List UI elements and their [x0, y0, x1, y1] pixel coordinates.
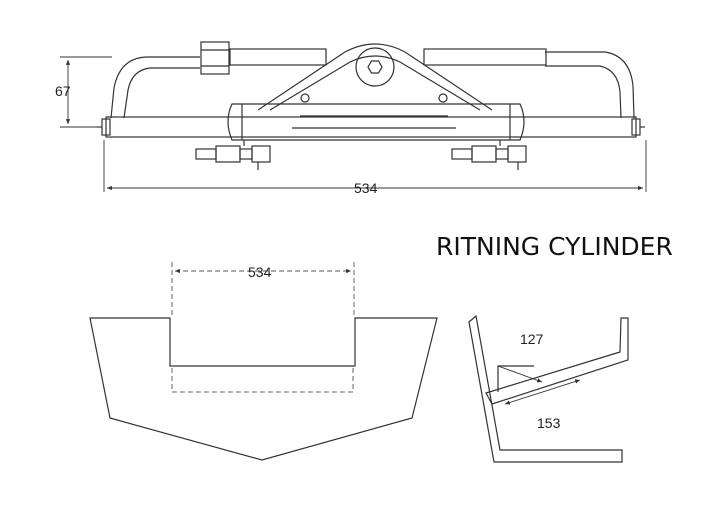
pivot-boss: [355, 47, 395, 87]
transom-view: [89, 262, 438, 461]
hex-socket: [367, 60, 383, 74]
height-dimension: [60, 56, 112, 128]
bracket-dimensions: [497, 365, 581, 405]
bolt-hole-left: [300, 93, 310, 103]
cylinder-body: [227, 103, 525, 141]
right-fitting: [451, 140, 527, 170]
right-upper-stub: [423, 48, 547, 66]
right-tube: [545, 51, 635, 119]
bracket-depth-label: 127: [520, 331, 544, 347]
bracket-length-label: 153: [537, 415, 561, 431]
left-tube: [110, 56, 200, 119]
transom-side: [468, 314, 623, 463]
mount-bracket: [485, 317, 629, 405]
tube-nut: [200, 41, 230, 75]
center-bracket: [257, 43, 493, 111]
cylinder-rod: [105, 116, 637, 138]
left-upper-stub: [229, 48, 327, 66]
side-view: [468, 314, 629, 463]
cylinder-outline-dashed: [171, 368, 354, 393]
transom-width-label: 534: [248, 264, 272, 280]
left-fitting: [195, 140, 271, 170]
cylinder-drawing: [97, 41, 645, 170]
width-dimension: [103, 140, 647, 192]
width-label: 534: [354, 180, 378, 196]
height-label: 67: [55, 83, 71, 99]
bolt-hole-right: [438, 93, 448, 103]
drawing-title: RITNING CYLINDER: [436, 232, 673, 261]
transom-outline: [89, 317, 438, 461]
